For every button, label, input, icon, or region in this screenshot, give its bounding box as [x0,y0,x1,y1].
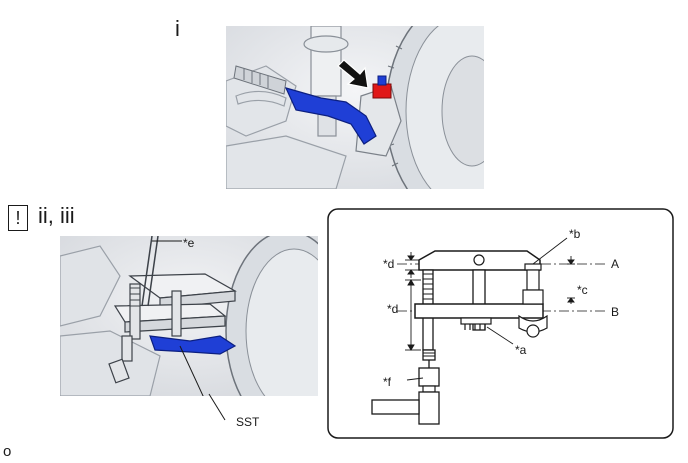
callout-d-top: *d [383,257,394,271]
sst-tool [108,273,237,384]
sst-illustration-2 [60,236,318,396]
callout-d-side: *d [387,302,398,316]
lower-arm-highlight [284,87,377,145]
callout-sst: SST [236,415,260,429]
caution-icon: ! [8,205,28,231]
callout-a: *a [515,343,527,357]
footer-mark: o [3,443,12,460]
step-i-label: i [175,16,180,41]
label-line-a: A [611,257,619,271]
callout-c: *c [577,283,588,297]
suspension-illustration-1 [226,26,484,189]
sst-schematic-diagram: *b A B *c *d *d *a *f [327,208,674,439]
step-ii-iii-label: ii, iii [38,203,75,228]
label-line-b: B [611,305,619,319]
lower-arm-highlight [149,335,237,355]
callout-b: *b [569,227,581,241]
callout-f: *f [383,375,392,389]
ball-joint-nut-highlight [372,75,392,99]
pointer-arrow-icon [337,59,369,89]
